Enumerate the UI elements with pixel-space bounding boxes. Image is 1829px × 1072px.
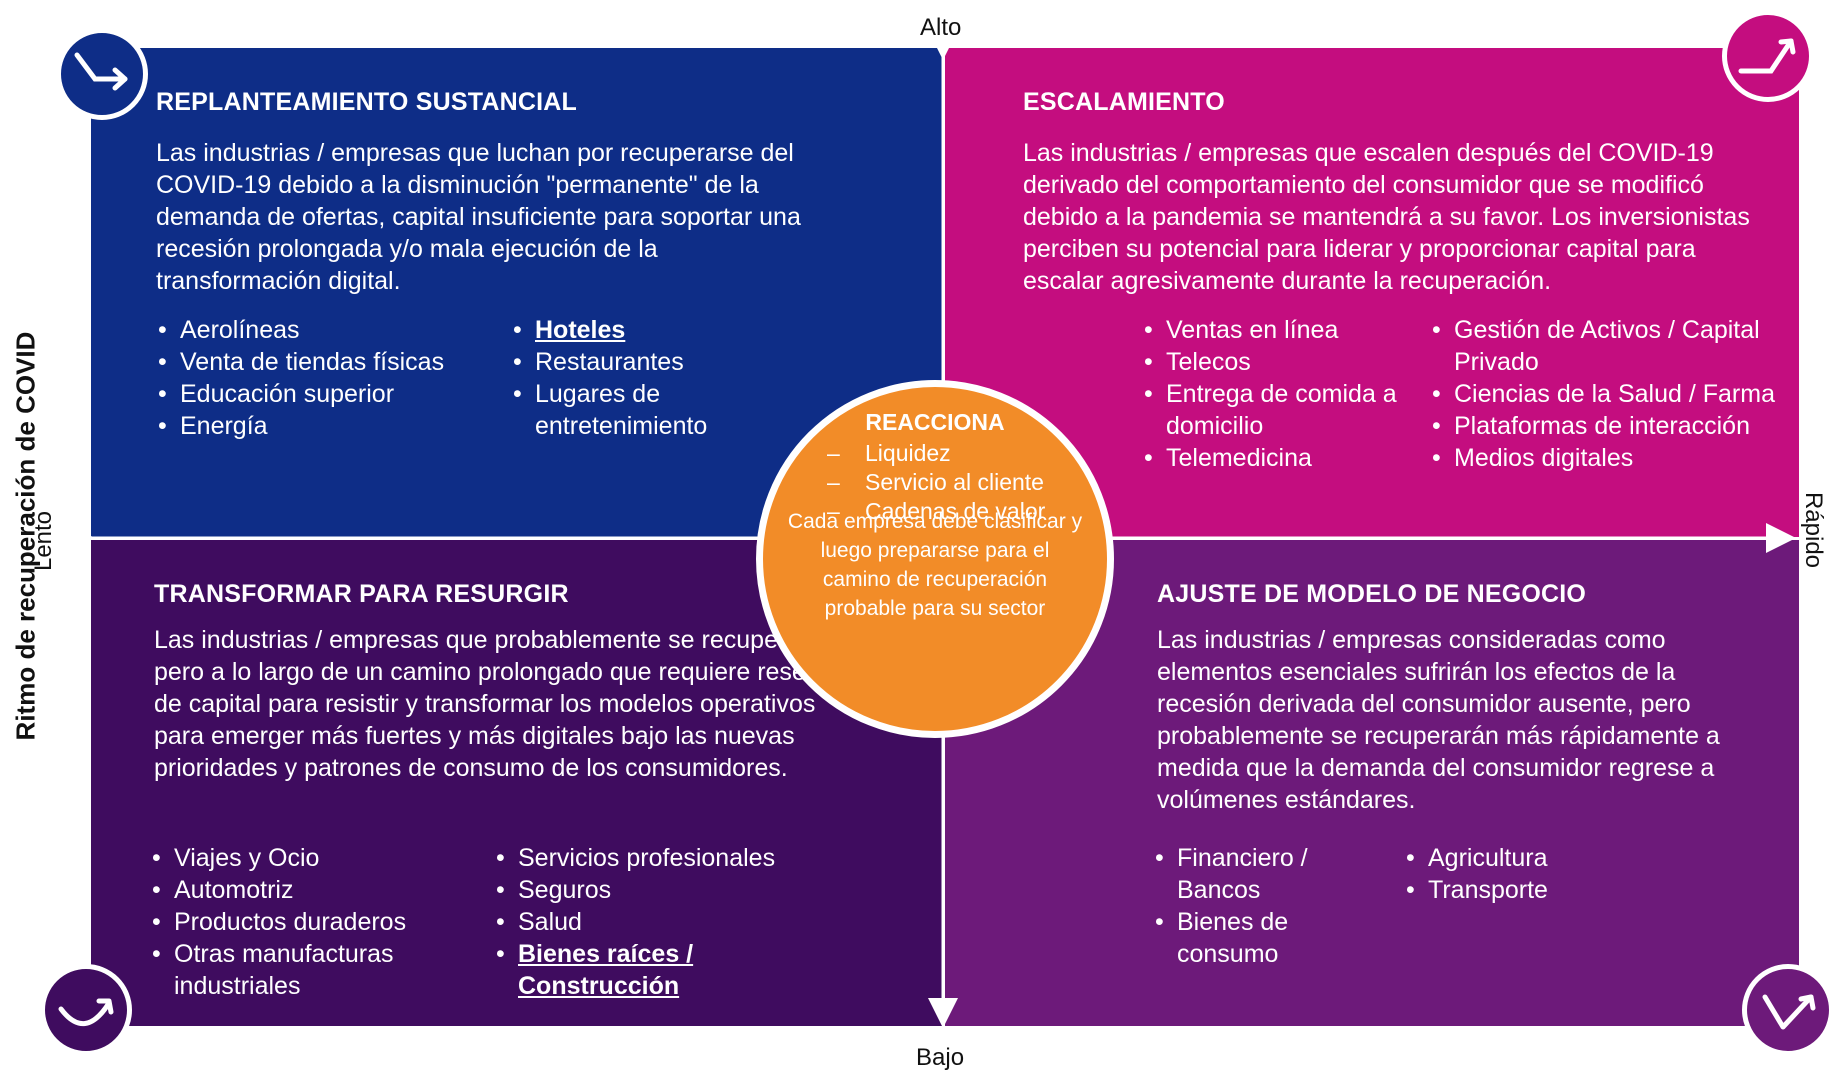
quadrant-description: Las industrias / empresas consideradas c… — [1157, 626, 1720, 814]
list-item: Telecos — [1142, 346, 1412, 378]
down-right-arrow-icon — [56, 28, 148, 120]
axis-label-top: Alto — [920, 14, 962, 41]
list-item: Otras manufacturas industriales — [150, 938, 450, 1002]
quadrant-description: Las industrias / empresas que probableme… — [154, 626, 854, 782]
u-curve-arrow-icon — [40, 964, 132, 1056]
list-item: Plataformas de interacción — [1430, 410, 1780, 442]
list-item: Salud — [494, 906, 814, 938]
list-item: Gestión de Activos / Capital Privado — [1430, 314, 1780, 378]
quadrant-escalamiento: ESCALAMIENTO Las industrias / empresas q… — [945, 48, 1799, 537]
quadrant-title: AJUSTE DE MODELO DE NEGOCIO — [1157, 580, 1587, 608]
list-item: Liquidez — [827, 439, 1045, 468]
list-item: Restaurantes — [511, 346, 741, 378]
list-item: Viajes y Ocio — [150, 842, 450, 874]
list-item: Energía — [156, 410, 476, 442]
list-item: Aerolíneas — [156, 314, 476, 346]
list-item: Agricultura — [1404, 842, 1624, 874]
industry-list-left: Financiero / Bancos Bienes de consumo — [1153, 842, 1333, 970]
list-item: Telemedicina — [1142, 442, 1412, 474]
industry-list-right: Gestión de Activos / Capital Privado Cie… — [1430, 314, 1780, 474]
center-reacciona-circle: REACCIONA Liquidez Servicio al cliente C… — [756, 380, 1114, 738]
list-item: Servicios profesionales — [494, 842, 814, 874]
list-item: Productos duraderos — [150, 906, 450, 938]
quadrant-title: REPLANTEAMIENTO SUSTANCIAL — [156, 88, 577, 116]
axis-label-right: Rápido — [1800, 491, 1827, 569]
list-item: Ciencias de la Salud / Farma — [1430, 378, 1780, 410]
list-item: Automotriz — [150, 874, 450, 906]
list-item: Servicio al cliente — [827, 468, 1045, 497]
list-item: Cadenas de valor — [827, 497, 1045, 526]
v-check-arrow-icon — [1742, 964, 1829, 1056]
vertical-axis-title: Ritmo de recuperación de COVID — [10, 331, 41, 741]
list-item: Transporte — [1404, 874, 1624, 906]
industry-list-right: Hoteles Restaurantes Lugares de entreten… — [511, 314, 741, 442]
axis-label-bottom: Bajo — [916, 1044, 965, 1071]
list-item: Lugares de entretenimiento — [511, 378, 741, 442]
center-title: REACCIONA — [865, 409, 1005, 435]
quadrant-description: Las industrias / empresas que escalen de… — [1023, 139, 1750, 295]
list-item: Bienes de consumo — [1153, 906, 1333, 970]
list-item: Medios digitales — [1430, 442, 1780, 474]
quadrant-title: ESCALAMIENTO — [1023, 88, 1225, 116]
list-item: Ventas en línea — [1142, 314, 1412, 346]
list-item: Seguros — [494, 874, 814, 906]
industry-list-right: Servicios profesionales Seguros Salud Bi… — [494, 842, 814, 1002]
list-item-emphasis: Hoteles — [535, 316, 626, 344]
industry-list-left: Aerolíneas Venta de tiendas físicas Educ… — [156, 314, 476, 442]
industry-list-right: Agricultura Transporte — [1404, 842, 1624, 906]
quadrant-description: Las industrias / empresas que luchan por… — [156, 139, 801, 295]
list-item: Financiero / Bancos — [1153, 842, 1333, 906]
center-body: Cada empresa debe clasificar y luego pre… — [787, 510, 1083, 620]
list-item-emphasis: Bienes raíces / Construcción — [518, 940, 694, 1000]
quadrant-title: TRANSFORMAR PARA RESURGIR — [154, 580, 569, 608]
list-item: Venta de tiendas físicas — [156, 346, 476, 378]
industry-list-left: Viajes y Ocio Automotriz Productos durad… — [150, 842, 450, 1002]
industry-list-left: Ventas en línea Telecos Entrega de comid… — [1142, 314, 1412, 474]
center-list: Liquidez Servicio al cliente Cadenas de … — [827, 439, 1045, 526]
quadrant-replanteamiento: REPLANTEAMIENTO SUSTANCIAL Las industria… — [91, 48, 942, 537]
list-item: Entrega de comida a domicilio — [1142, 378, 1412, 442]
list-item: Hoteles — [511, 314, 741, 346]
quadrant-ajuste: AJUSTE DE MODELO DE NEGOCIO Las industri… — [945, 540, 1799, 1026]
up-right-arrow-icon — [1722, 10, 1814, 102]
list-item: Educación superior — [156, 378, 476, 410]
list-item: Bienes raíces / Construcción — [494, 938, 718, 1002]
